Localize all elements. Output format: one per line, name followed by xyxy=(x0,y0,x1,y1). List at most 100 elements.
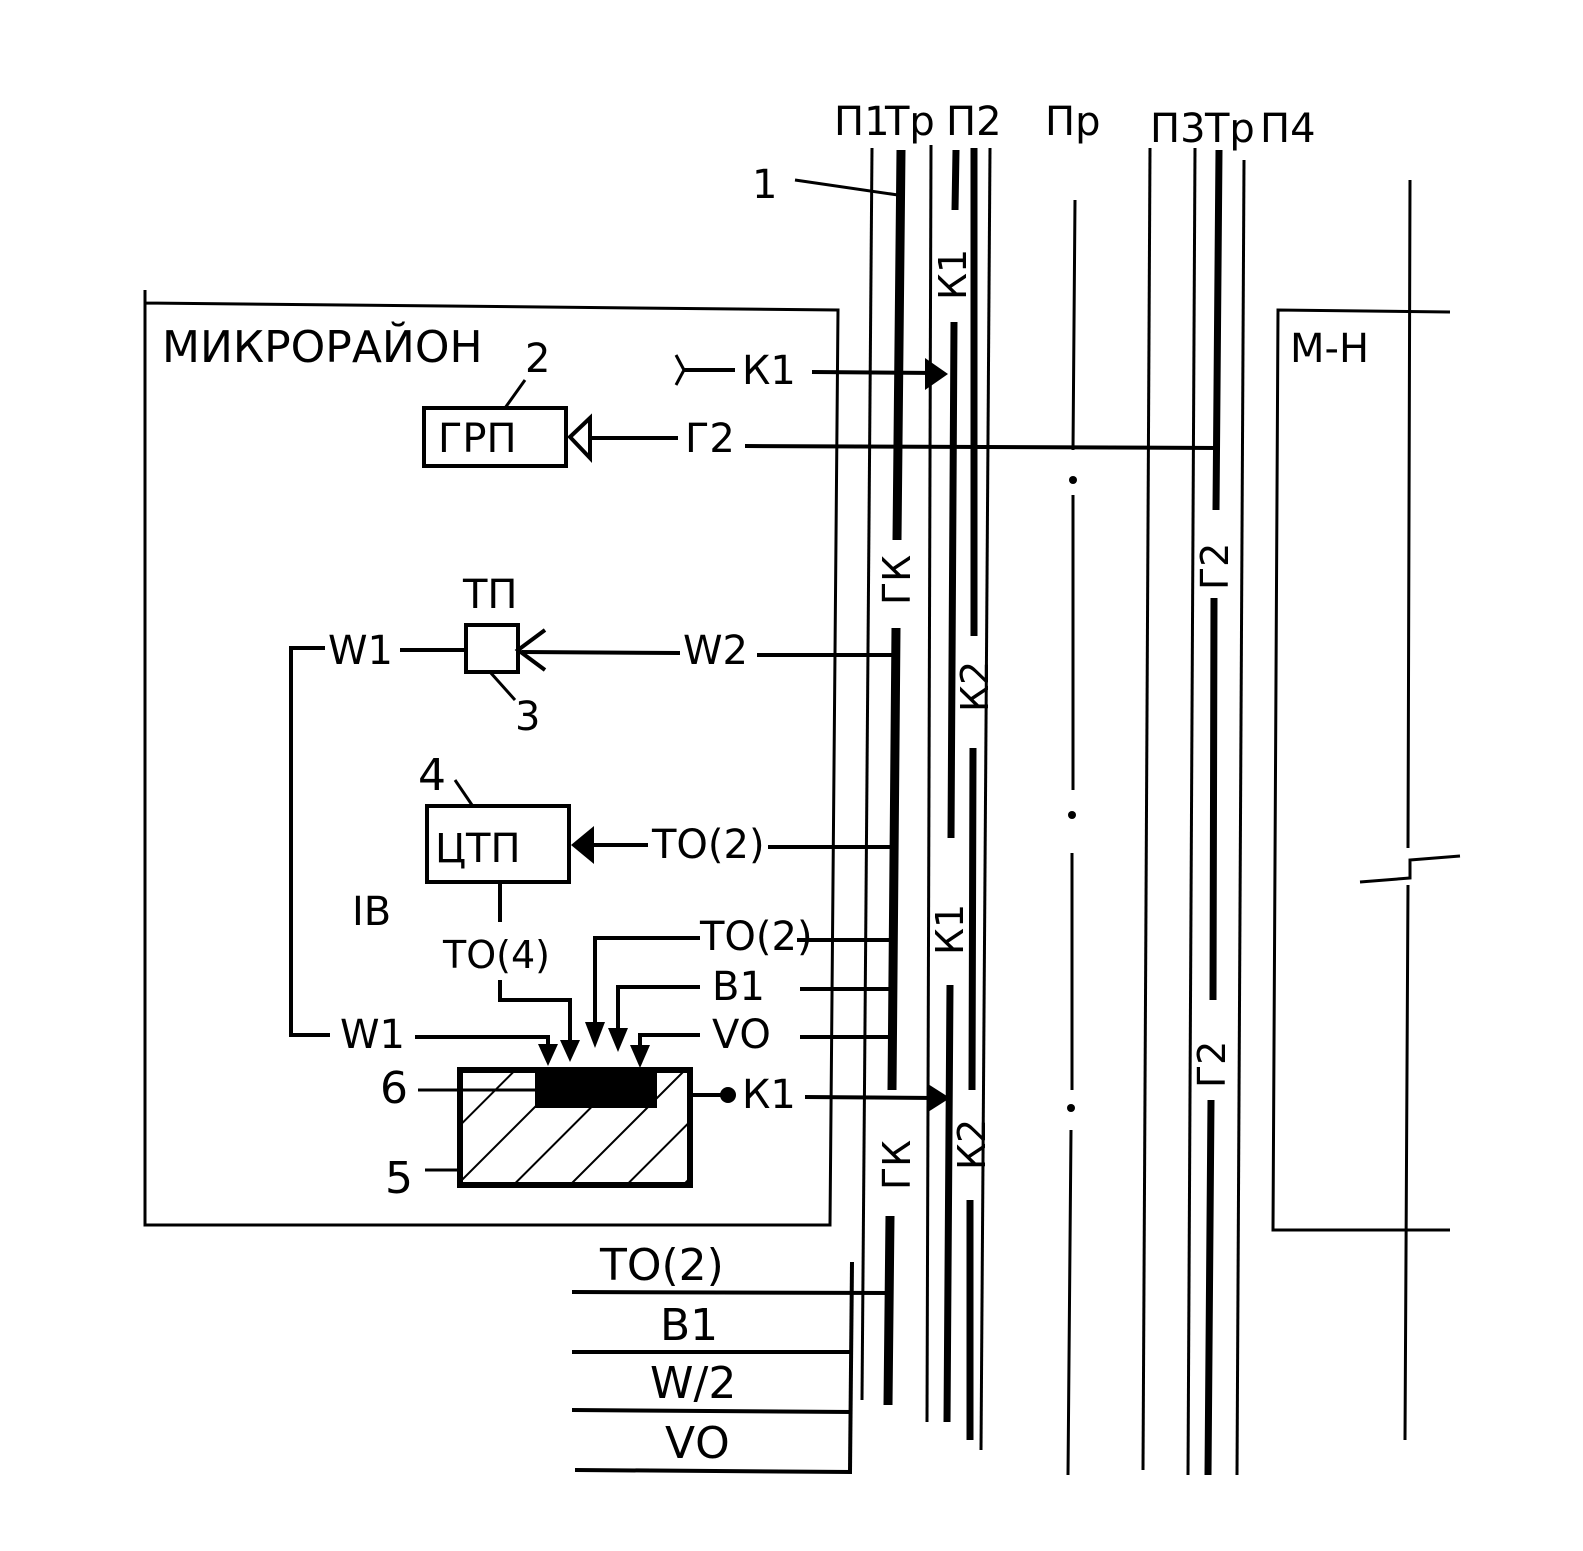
iv-label: IВ xyxy=(352,889,391,935)
to2-ctp-label: ТО(2) xyxy=(651,822,765,868)
legend-b1: В1 xyxy=(660,1300,718,1351)
grp-box xyxy=(422,406,568,468)
k1-top-label: К1 xyxy=(742,348,796,394)
ctp-arrowhead xyxy=(571,826,594,864)
leader-3 xyxy=(488,671,517,701)
leader-1 xyxy=(794,178,899,197)
w1-feed xyxy=(415,1035,550,1058)
tp-arrowhead xyxy=(514,628,547,672)
axis-dot xyxy=(1068,811,1076,819)
to2-feed xyxy=(593,936,700,1040)
to2-b-label: ТО(2) xyxy=(699,914,813,960)
to4-feed xyxy=(498,980,572,1052)
b1-label: В1 xyxy=(712,964,765,1010)
vlabel-gk-a: ГК xyxy=(875,555,919,605)
neighbor-label: М-Н xyxy=(1290,326,1369,372)
label-p1: П1 xyxy=(834,99,890,145)
ctp-label: ЦТП xyxy=(435,826,521,872)
input-node-6 xyxy=(535,1070,657,1108)
leader-4 xyxy=(453,779,474,806)
tp-unit: ТП W2 W1 3 xyxy=(289,572,900,1037)
legend-row-line xyxy=(574,1468,853,1474)
k1-start-mark xyxy=(674,354,686,386)
legend-table: ТО(2) В1 W/2 VО xyxy=(571,1240,893,1474)
axis-dot xyxy=(1069,476,1077,484)
vertical-labels: К1 ГК Г2 К2 К1 Г2 ГК К2 xyxy=(875,249,1237,1190)
to4-label: ТО(4) xyxy=(442,933,550,977)
street-header: П1 Тр П2 Пр П3 Тр П4 xyxy=(834,99,1316,152)
to2-arrowhead xyxy=(585,1022,605,1048)
b1-feed xyxy=(616,985,700,1045)
ctp-unit: 4 ЦТП ТО(2) IВ ТО(4) xyxy=(352,750,892,977)
k1-out-line xyxy=(804,1095,936,1100)
neighbor-block: М-Н xyxy=(1271,308,1451,1232)
k1-arrowhead xyxy=(925,358,948,390)
vlabel-g2-b: Г2 xyxy=(1190,1041,1234,1088)
microdistrict-boundary: МИКРОРАЙОН xyxy=(143,290,840,1227)
microdistrict-label: МИКРОРАЙОН xyxy=(162,320,483,373)
vlabel-g2-a: Г2 xyxy=(1193,543,1237,590)
number-2: 2 xyxy=(525,336,550,382)
legend-row-line xyxy=(571,1290,893,1295)
k1-out-node xyxy=(720,1087,736,1103)
label-p3: П3 xyxy=(1150,106,1206,152)
legend-to2: ТО(2) xyxy=(599,1240,724,1291)
w1-loop xyxy=(289,646,330,1037)
line-k1 xyxy=(943,149,960,1423)
line-k2 xyxy=(966,148,978,1440)
w1-arrowhead xyxy=(538,1044,558,1066)
label-tr1: Тр xyxy=(884,99,935,145)
w1-left-label: W1 xyxy=(328,628,393,674)
vo-arrowhead xyxy=(630,1045,650,1068)
vlabel-k2-a: К2 xyxy=(953,661,997,712)
k1-out-arrowhead xyxy=(928,1084,950,1112)
w1-low-label: W1 xyxy=(340,1012,405,1058)
line-pr-axis xyxy=(1066,199,1077,1476)
neighbor-border xyxy=(1271,308,1451,1232)
line-p1 xyxy=(860,147,874,1401)
g2-main-line xyxy=(744,444,1219,450)
k1-right-segment xyxy=(811,370,939,375)
microdistrict-border xyxy=(143,290,840,1227)
vlabel-gk-b: ГК xyxy=(875,1140,919,1190)
to4-arrowhead xyxy=(560,1040,580,1062)
grp-arrowhead xyxy=(567,413,592,463)
corridor-lines xyxy=(860,144,1461,1476)
legend-row-line xyxy=(571,1408,853,1414)
line-g2 xyxy=(1204,149,1223,1476)
callout-1: 1 xyxy=(752,162,899,208)
vlabel-k2-b: К2 xyxy=(950,1119,994,1170)
number-3: 3 xyxy=(515,694,540,740)
building-5: 6 5 К1 xyxy=(380,1063,950,1204)
leader-2 xyxy=(503,379,527,409)
line-p2-right xyxy=(979,147,992,1451)
number-6: 6 xyxy=(380,1063,408,1114)
break-mark xyxy=(1359,854,1461,884)
line-p4 xyxy=(1235,159,1246,1476)
number-5: 5 xyxy=(385,1153,413,1204)
legend-w2: W/2 xyxy=(650,1358,736,1409)
line-p3-right xyxy=(1186,147,1197,1476)
pipe-k1-top: К1 xyxy=(674,348,948,394)
number-4: 4 xyxy=(418,750,446,801)
legend-vo: VО xyxy=(665,1418,730,1469)
line-far-right xyxy=(1403,179,1412,1441)
g2-label: Г2 xyxy=(685,416,735,462)
label-p4: П4 xyxy=(1260,106,1316,152)
vo-feed xyxy=(638,1033,700,1060)
line-p2-left xyxy=(925,144,933,1423)
line-gk xyxy=(883,149,906,1406)
building-feeds: ТО(2) В1 VО W1 xyxy=(340,914,892,1068)
grp-label: ГРП xyxy=(438,416,517,462)
b1-arrowhead xyxy=(608,1028,628,1052)
k1-out-label: К1 xyxy=(742,1072,796,1118)
number-1: 1 xyxy=(752,162,777,208)
line-p3 xyxy=(1141,147,1152,1471)
grp-unit: 2 ГРП Г2 xyxy=(422,336,1219,468)
w2-label: W2 xyxy=(683,628,748,674)
vlabel-k1-a: К1 xyxy=(931,249,975,300)
legend-right-edge xyxy=(848,1261,854,1473)
label-p2: П2 xyxy=(946,99,1002,145)
label-pr: Пр xyxy=(1045,99,1100,145)
